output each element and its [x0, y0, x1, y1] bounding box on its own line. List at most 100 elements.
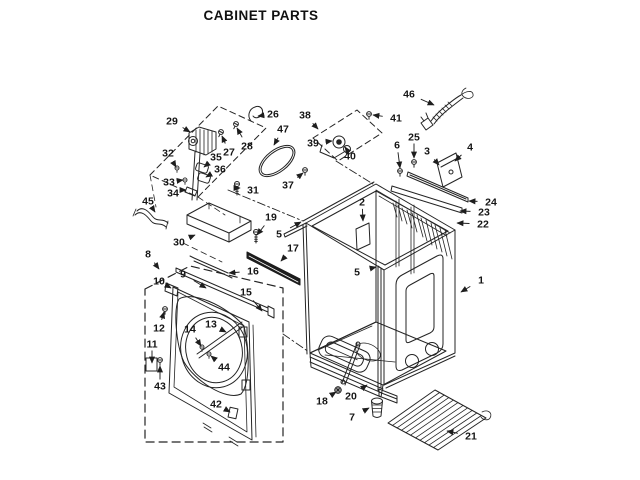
callout-leader-6: [396, 152, 403, 169]
callout-leader-46: [420, 98, 435, 106]
callout-label-29: 29: [166, 116, 178, 128]
diagram-artwork: [132, 87, 492, 451]
callout-label-35: 35: [210, 152, 222, 164]
callout-label-16: 16: [247, 266, 259, 278]
callout-leader-42: [222, 406, 231, 413]
callout-leader-19: [256, 225, 265, 236]
pad-11: [145, 357, 158, 372]
callout-leader-1: [460, 285, 471, 293]
callout-label-5b: 5: [354, 267, 360, 279]
callout-label-1: 1: [478, 275, 484, 287]
panel-top-rail: [175, 267, 275, 319]
callout-leader-5a: [289, 221, 302, 229]
callout-leader-22: [456, 220, 470, 227]
callout-label-40: 40: [344, 151, 356, 163]
callout-label-47: 47: [277, 124, 289, 136]
callout-label-37: 37: [282, 180, 294, 192]
cabinet-body: [283, 181, 456, 404]
callout-label-45: 45: [142, 196, 154, 208]
callout-leader-29: [182, 126, 191, 133]
callout-label-6: 6: [394, 140, 400, 152]
vent-louvers: [375, 189, 453, 260]
front-panel-assembly: [144, 265, 284, 447]
hose: [132, 208, 169, 230]
callout-label-46: 46: [403, 89, 415, 101]
callout-leader-44: [210, 355, 218, 363]
callout-label-34: 34: [167, 188, 179, 200]
callout-label-22: 22: [477, 219, 489, 231]
callout-leader-8: [152, 262, 160, 270]
callout-label-31: 31: [247, 185, 259, 197]
drying-rack: [387, 389, 492, 451]
support-rod: [189, 255, 233, 279]
drive-belt: [258, 144, 296, 178]
callout-label-11: 11: [146, 339, 157, 351]
screw-19: [253, 229, 259, 244]
front-panel-dashed-outline: [144, 265, 284, 443]
callout-leader-37: [296, 172, 304, 180]
base-screw: [334, 386, 342, 394]
callout-label-23: 23: [478, 207, 490, 219]
part-42: [227, 406, 239, 420]
callout-leader-45: [148, 204, 156, 213]
callout-label-43: 43: [154, 381, 166, 393]
screw-43: [157, 357, 163, 366]
callout-label-42: 42: [210, 399, 222, 411]
duct-strip: [246, 251, 301, 286]
callout-label-19: 19: [265, 212, 277, 224]
callout-label-24: 24: [485, 197, 497, 209]
callout-label-38: 38: [299, 110, 311, 122]
callout-label-44: 44: [218, 362, 230, 374]
page-title: CABINET PARTS: [203, 8, 318, 23]
callout-label-9: 9: [180, 269, 186, 281]
screw-6: [397, 168, 403, 177]
callout-leader-18: [328, 391, 337, 399]
callout-leader-9: [193, 280, 207, 289]
callout-label-41: 41: [390, 113, 402, 125]
callout-leader-2: [359, 208, 366, 222]
callout-leader-38: [311, 122, 319, 130]
screw-37: [302, 167, 308, 176]
screw-44: [206, 351, 212, 359]
leveling-foot: [371, 397, 383, 418]
callout-label-8: 8: [145, 249, 151, 261]
callout-leader-12: [159, 311, 166, 320]
callout-label-10: 10: [153, 276, 165, 288]
callout-label-25: 25: [408, 132, 420, 144]
callout-label-27: 27: [223, 147, 235, 159]
callout-label-18: 18: [316, 396, 328, 408]
callout-leader-21: [446, 429, 458, 436]
console-bracket: [436, 152, 463, 188]
screw-25: [411, 159, 417, 168]
callout-label-5a: 5: [276, 229, 282, 241]
idler-assembly: [312, 109, 383, 162]
callout-label-28: 28: [241, 141, 253, 153]
callout-leader-39: [325, 138, 333, 145]
callout-leader-7: [361, 407, 370, 414]
callout-label-33: 33: [163, 177, 175, 189]
projection-lines: [149, 160, 374, 353]
callout-label-21: 21: [465, 431, 477, 443]
callout-label-30: 30: [173, 237, 185, 249]
callout-leader-35: [203, 160, 211, 168]
screw-33: [182, 177, 188, 185]
screw-28: [231, 120, 240, 131]
callout-label-7: 7: [349, 412, 355, 424]
callout-label-32: 32: [162, 148, 174, 160]
callout-label-4: 4: [467, 142, 473, 154]
callout-leader-28: [236, 127, 243, 138]
callout-label-15: 15: [240, 287, 252, 299]
callout-label-12: 12: [153, 323, 165, 335]
callout-leader-15: [252, 300, 263, 312]
motor-assembly: [149, 105, 267, 201]
callout-leader-47: [273, 137, 280, 146]
callout-leader-5b: [369, 265, 377, 272]
callout-leader-27: [221, 135, 228, 144]
callout-leader-20: [359, 384, 368, 392]
idler-dashed-outline: [312, 109, 383, 162]
screw-27: [216, 128, 225, 139]
callout-leader-10: [163, 282, 172, 289]
